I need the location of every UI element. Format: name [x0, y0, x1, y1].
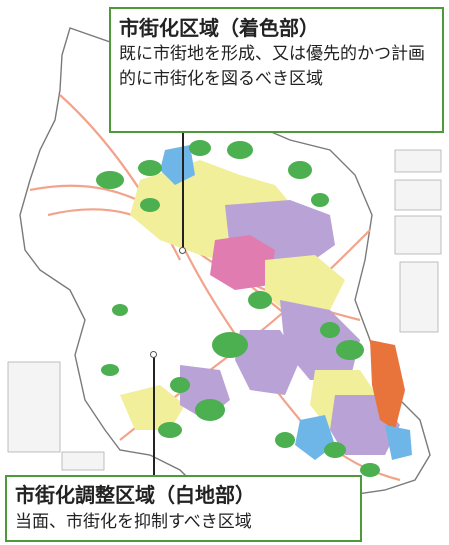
callout-control-body: 当面、市街化を抑制すべき区域 [15, 512, 252, 532]
zone-blue-b [160, 145, 195, 185]
pointer-dot-control [150, 351, 157, 358]
green-patches [96, 140, 380, 477]
zone-purple-d [235, 330, 300, 395]
leader-line-urbanization [182, 133, 184, 250]
callout-control-title: 市街化調整区域（白地部） [15, 483, 255, 507]
callout-control-area: 市街化調整区域（白地部） 当面、市街化を抑制すべき区域 [5, 475, 362, 542]
leader-line-control [153, 355, 155, 475]
callout-urbanization-body: 既に市街地を形成、又は優先的かつ計画的に市街化を図るべき区域 [119, 44, 425, 89]
zone-pink-center [210, 235, 275, 290]
zone-orange [370, 340, 405, 430]
legend-panels [7, 149, 442, 471]
zone-blue-c [385, 425, 412, 460]
zone-yellow-b [265, 255, 345, 315]
urbanization-zones [120, 145, 412, 460]
zone-yellow-d [120, 385, 185, 430]
pointer-dot-urbanization [179, 247, 186, 254]
callout-urbanization-title: 市街化区域（着色部） [119, 16, 319, 40]
callout-urbanization-area: 市街化区域（着色部） 既に市街地を形成、又は優先的かつ計画的に市街化を図るべき区… [109, 7, 444, 133]
